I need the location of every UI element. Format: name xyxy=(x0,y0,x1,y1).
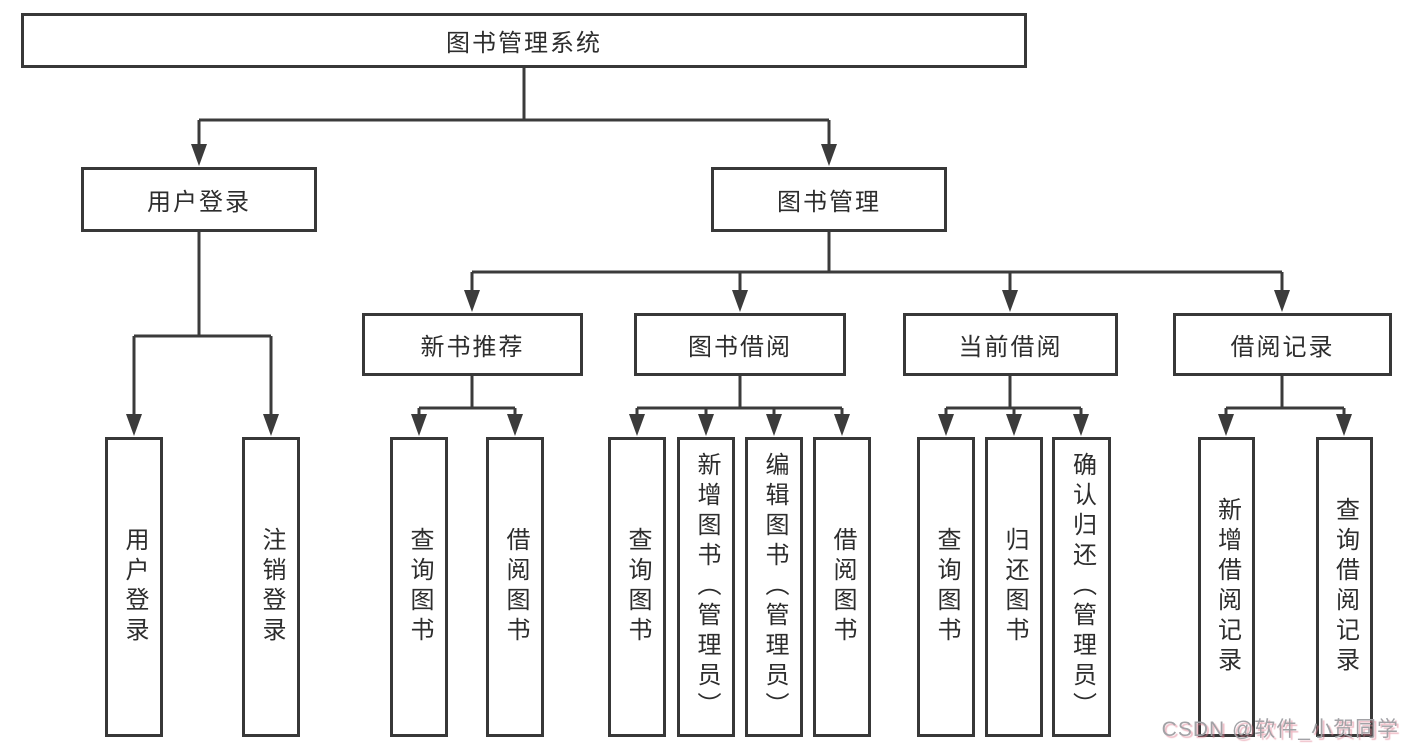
node-book-borrow: 图书借阅 xyxy=(634,313,846,376)
node-current-borrow: 当前借阅 xyxy=(903,313,1118,376)
csdn-watermark: CSDN @软件_小贺同学 xyxy=(1161,718,1399,741)
leaf-edit-books-admin: 编辑图书（管理员） xyxy=(745,437,803,737)
leaf-query-books-3: 查询图书 xyxy=(917,437,975,737)
leaf-borrow-books-1: 借阅图书 xyxy=(486,437,544,737)
leaf-query-books-1: 查询图书 xyxy=(390,437,448,737)
node-book-management: 图书管理 xyxy=(711,167,947,232)
leaf-return-books: 归还图书 xyxy=(985,437,1043,737)
leaf-confirm-return-admin: 确认归还（管理员） xyxy=(1052,437,1111,737)
node-library-management-system: 图书管理系统 xyxy=(21,13,1027,68)
leaf-logout: 注销登录 xyxy=(242,437,300,737)
leaf-query-books-2: 查询图书 xyxy=(608,437,666,737)
leaf-add-books-admin: 新增图书（管理员） xyxy=(677,437,735,737)
leaf-query-borrow-record: 查询借阅记录 xyxy=(1316,437,1373,737)
leaf-user-login: 用户登录 xyxy=(105,437,163,737)
node-borrow-record: 借阅记录 xyxy=(1173,313,1392,376)
leaf-add-borrow-record: 新增借阅记录 xyxy=(1198,437,1255,737)
node-new-book-recommend: 新书推荐 xyxy=(362,313,583,376)
leaf-borrow-books-2: 借阅图书 xyxy=(813,437,871,737)
node-user-login: 用户登录 xyxy=(81,167,317,232)
